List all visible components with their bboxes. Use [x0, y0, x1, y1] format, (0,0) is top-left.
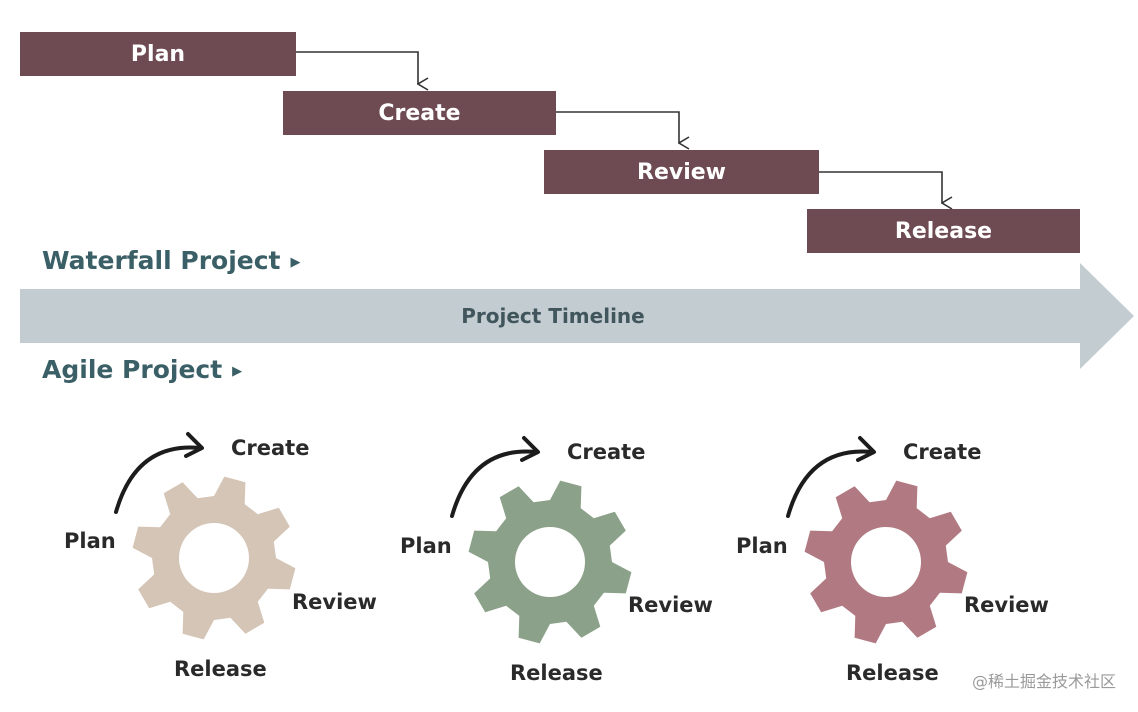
cycle-3-release-label: Release	[846, 661, 939, 685]
triangle-right-icon: ▶	[290, 254, 301, 270]
curved-arrow-icon	[114, 445, 202, 514]
connector-plan-create	[296, 51, 418, 84]
cycle-1-review-label: Review	[292, 590, 377, 614]
cycle-3-review-label: Review	[964, 593, 1049, 617]
arrowhead-icon	[520, 436, 540, 462]
cycle-2-create-label: Create	[567, 440, 646, 464]
timeline-label: Project Timeline	[461, 304, 645, 328]
waterfall-stage-plan: Plan	[20, 32, 296, 76]
agile-section-label: Agile Project ▶	[42, 355, 242, 384]
curved-arrow-icon	[786, 449, 874, 518]
arrowhead-icon	[856, 436, 876, 462]
gear-icon	[132, 476, 296, 640]
waterfall-stage-review: Review	[544, 150, 819, 194]
cycle-2-release-label: Release	[510, 661, 603, 685]
cycle-2-plan-label: Plan	[400, 534, 452, 558]
timeline-arrow	[20, 263, 1134, 369]
cycle-3-create-label: Create	[903, 440, 982, 464]
triangle-right-icon: ▶	[232, 363, 243, 379]
gear-icon	[468, 480, 632, 644]
cycle-1-plan-label: Plan	[64, 529, 116, 553]
gear-icon	[804, 480, 968, 644]
waterfall-section-label: Waterfall Project ▶	[42, 246, 301, 275]
cycle-1-create-label: Create	[231, 436, 310, 460]
connector-review-release	[819, 171, 942, 203]
arrowhead-icon	[184, 432, 204, 458]
curved-arrow-icon	[450, 449, 538, 518]
waterfall-stage-create: Create	[283, 91, 556, 135]
cycle-1-release-label: Release	[174, 657, 267, 681]
watermark: @稀土掘金技术社区	[971, 672, 1116, 691]
waterfall-label-text: Waterfall Project	[42, 246, 281, 275]
waterfall-stage-release: Release	[807, 209, 1080, 253]
cycle-2-review-label: Review	[628, 593, 713, 617]
connector-create-review	[556, 111, 679, 143]
agile-label-text: Agile Project	[42, 355, 223, 384]
cycle-3-plan-label: Plan	[736, 534, 788, 558]
